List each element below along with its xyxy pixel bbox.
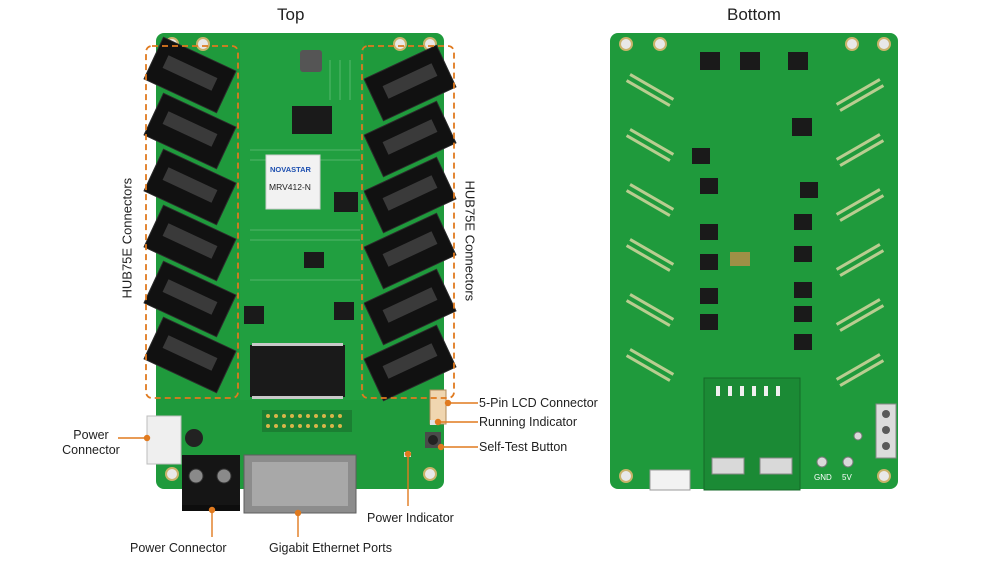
bottom-view-title: Bottom	[727, 5, 781, 24]
hub75e-right-label: HUB75E Connectors	[462, 180, 478, 302]
lcd-connector-label: 5-Pin LCD Connector	[479, 396, 598, 410]
power-connector-side	[146, 415, 182, 465]
chip-model-text: MRV412-N	[269, 182, 311, 192]
power-terminal-block	[182, 455, 240, 511]
hub75e-connectors-right	[363, 44, 457, 402]
bottom-pcb	[610, 33, 898, 489]
ic-chip	[292, 106, 332, 134]
top-board: NOVASTAR MRV412-N	[143, 33, 457, 514]
pin-header-top	[262, 410, 352, 432]
self-test-button-label: Self-Test Button	[479, 440, 568, 454]
top-view-title: Top	[277, 5, 305, 24]
running-indicator-led	[430, 420, 437, 425]
ethernet-ports-label: Gigabit Ethernet Ports	[269, 541, 392, 555]
center-components: NOVASTAR MRV412-N	[240, 40, 364, 400]
mounting-holes-bottom	[619, 37, 891, 483]
silkscreen-5v: 5V	[842, 473, 852, 482]
bottom-pin-arrays	[625, 73, 885, 387]
silkscreen-gnd: GND	[814, 473, 832, 482]
chip-brand-text: NOVASTAR	[270, 165, 312, 174]
bottom-chips	[692, 52, 818, 350]
chip-label-sticker	[265, 154, 321, 210]
hub75e-connectors-left	[143, 36, 237, 394]
main-ic-chip	[250, 345, 345, 397]
power-indicator-label: Power Indicator	[367, 511, 454, 525]
callout-lines	[118, 399, 478, 537]
bottom-board: GND 5V	[610, 33, 898, 491]
connector-highlight-outlines	[145, 45, 455, 399]
power-connector-side-label: Power Connector	[62, 428, 120, 457]
power-connector-bottom-label: Power Connector	[130, 541, 227, 555]
hub75e-left-label: HUB75E Connectors	[119, 177, 135, 299]
running-indicator-label: Running Indicator	[479, 415, 577, 429]
